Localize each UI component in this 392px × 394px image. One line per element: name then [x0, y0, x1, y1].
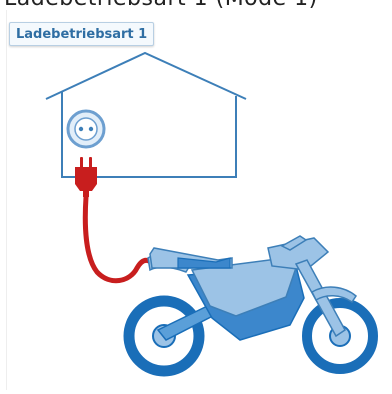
charging-cable-icon	[85, 197, 149, 281]
electric-motorcycle-icon	[129, 236, 373, 371]
power-socket-icon	[68, 111, 104, 147]
house-roof	[46, 53, 246, 99]
power-plug-icon	[75, 157, 97, 197]
front-wheel	[307, 303, 373, 369]
